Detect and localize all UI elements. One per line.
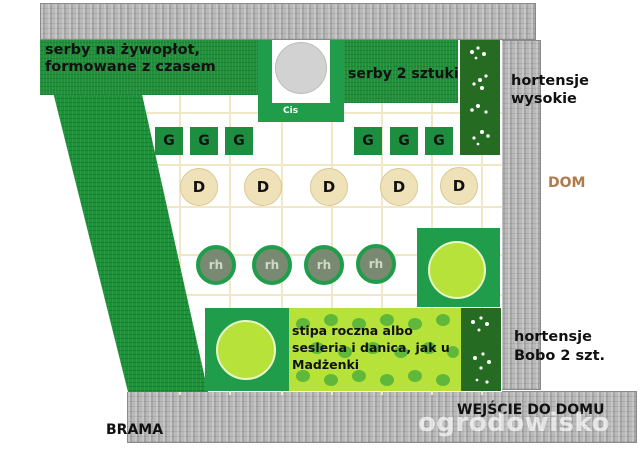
- rh-plant-2: rh: [252, 245, 292, 285]
- stipa-bed-dots: [296, 314, 459, 386]
- g-plant-3: G: [225, 127, 253, 155]
- lime-circle-right: [428, 241, 486, 299]
- cis-circle: [275, 42, 327, 94]
- hortensje-wysokie-bed: [460, 40, 500, 155]
- rh-plant-1: rh: [196, 245, 236, 285]
- g-plant-5: G: [390, 127, 418, 155]
- hortensje-wysokie-flowers: [470, 46, 490, 146]
- d-plant-5: D: [440, 167, 478, 205]
- cis-label: Cis: [283, 106, 299, 116]
- wejscie-label: WEJŚCIE DO DOMU: [457, 402, 605, 418]
- rh-plant-4: rh: [356, 244, 396, 284]
- serby-two-label: serby 2 sztuki: [348, 66, 459, 82]
- brama-label: BRAMA: [106, 422, 164, 438]
- serby-two-box: [344, 40, 458, 103]
- g-plant-1: G: [155, 127, 183, 155]
- dom-label: DOM: [548, 175, 586, 191]
- watermark-logo: ogrodowisko: [418, 408, 610, 438]
- g-plant-2: G: [190, 127, 218, 155]
- hortensje-wysokie-label: hortensje wysokie: [511, 73, 589, 108]
- g-plant-6: G: [425, 127, 453, 155]
- right-stone-path: [500, 40, 541, 390]
- d-plant-4: D: [380, 168, 418, 206]
- top-stone-path: [40, 3, 536, 40]
- serby-hedge-label: serby na żywopłot, formowane z czasem: [45, 42, 216, 75]
- rh-plant-3: rh: [304, 245, 344, 285]
- stipa-label: stipa roczna albo sesleria i danica, jak…: [292, 323, 450, 372]
- serby-hedge-box: [40, 40, 258, 95]
- d-plant-2: D: [244, 168, 282, 206]
- hortensje-bobo-bed: [461, 308, 501, 391]
- d-plant-3: D: [310, 168, 348, 206]
- hortensje-bobo-flowers: [471, 316, 491, 384]
- hortensje-bobo-label: hortensje Bobo 2 szt.: [514, 329, 606, 364]
- d-plant-1: D: [180, 168, 218, 206]
- left-hedge: [40, 40, 208, 392]
- lime-circle-bottom: [216, 320, 276, 380]
- g-plant-4: G: [354, 127, 382, 155]
